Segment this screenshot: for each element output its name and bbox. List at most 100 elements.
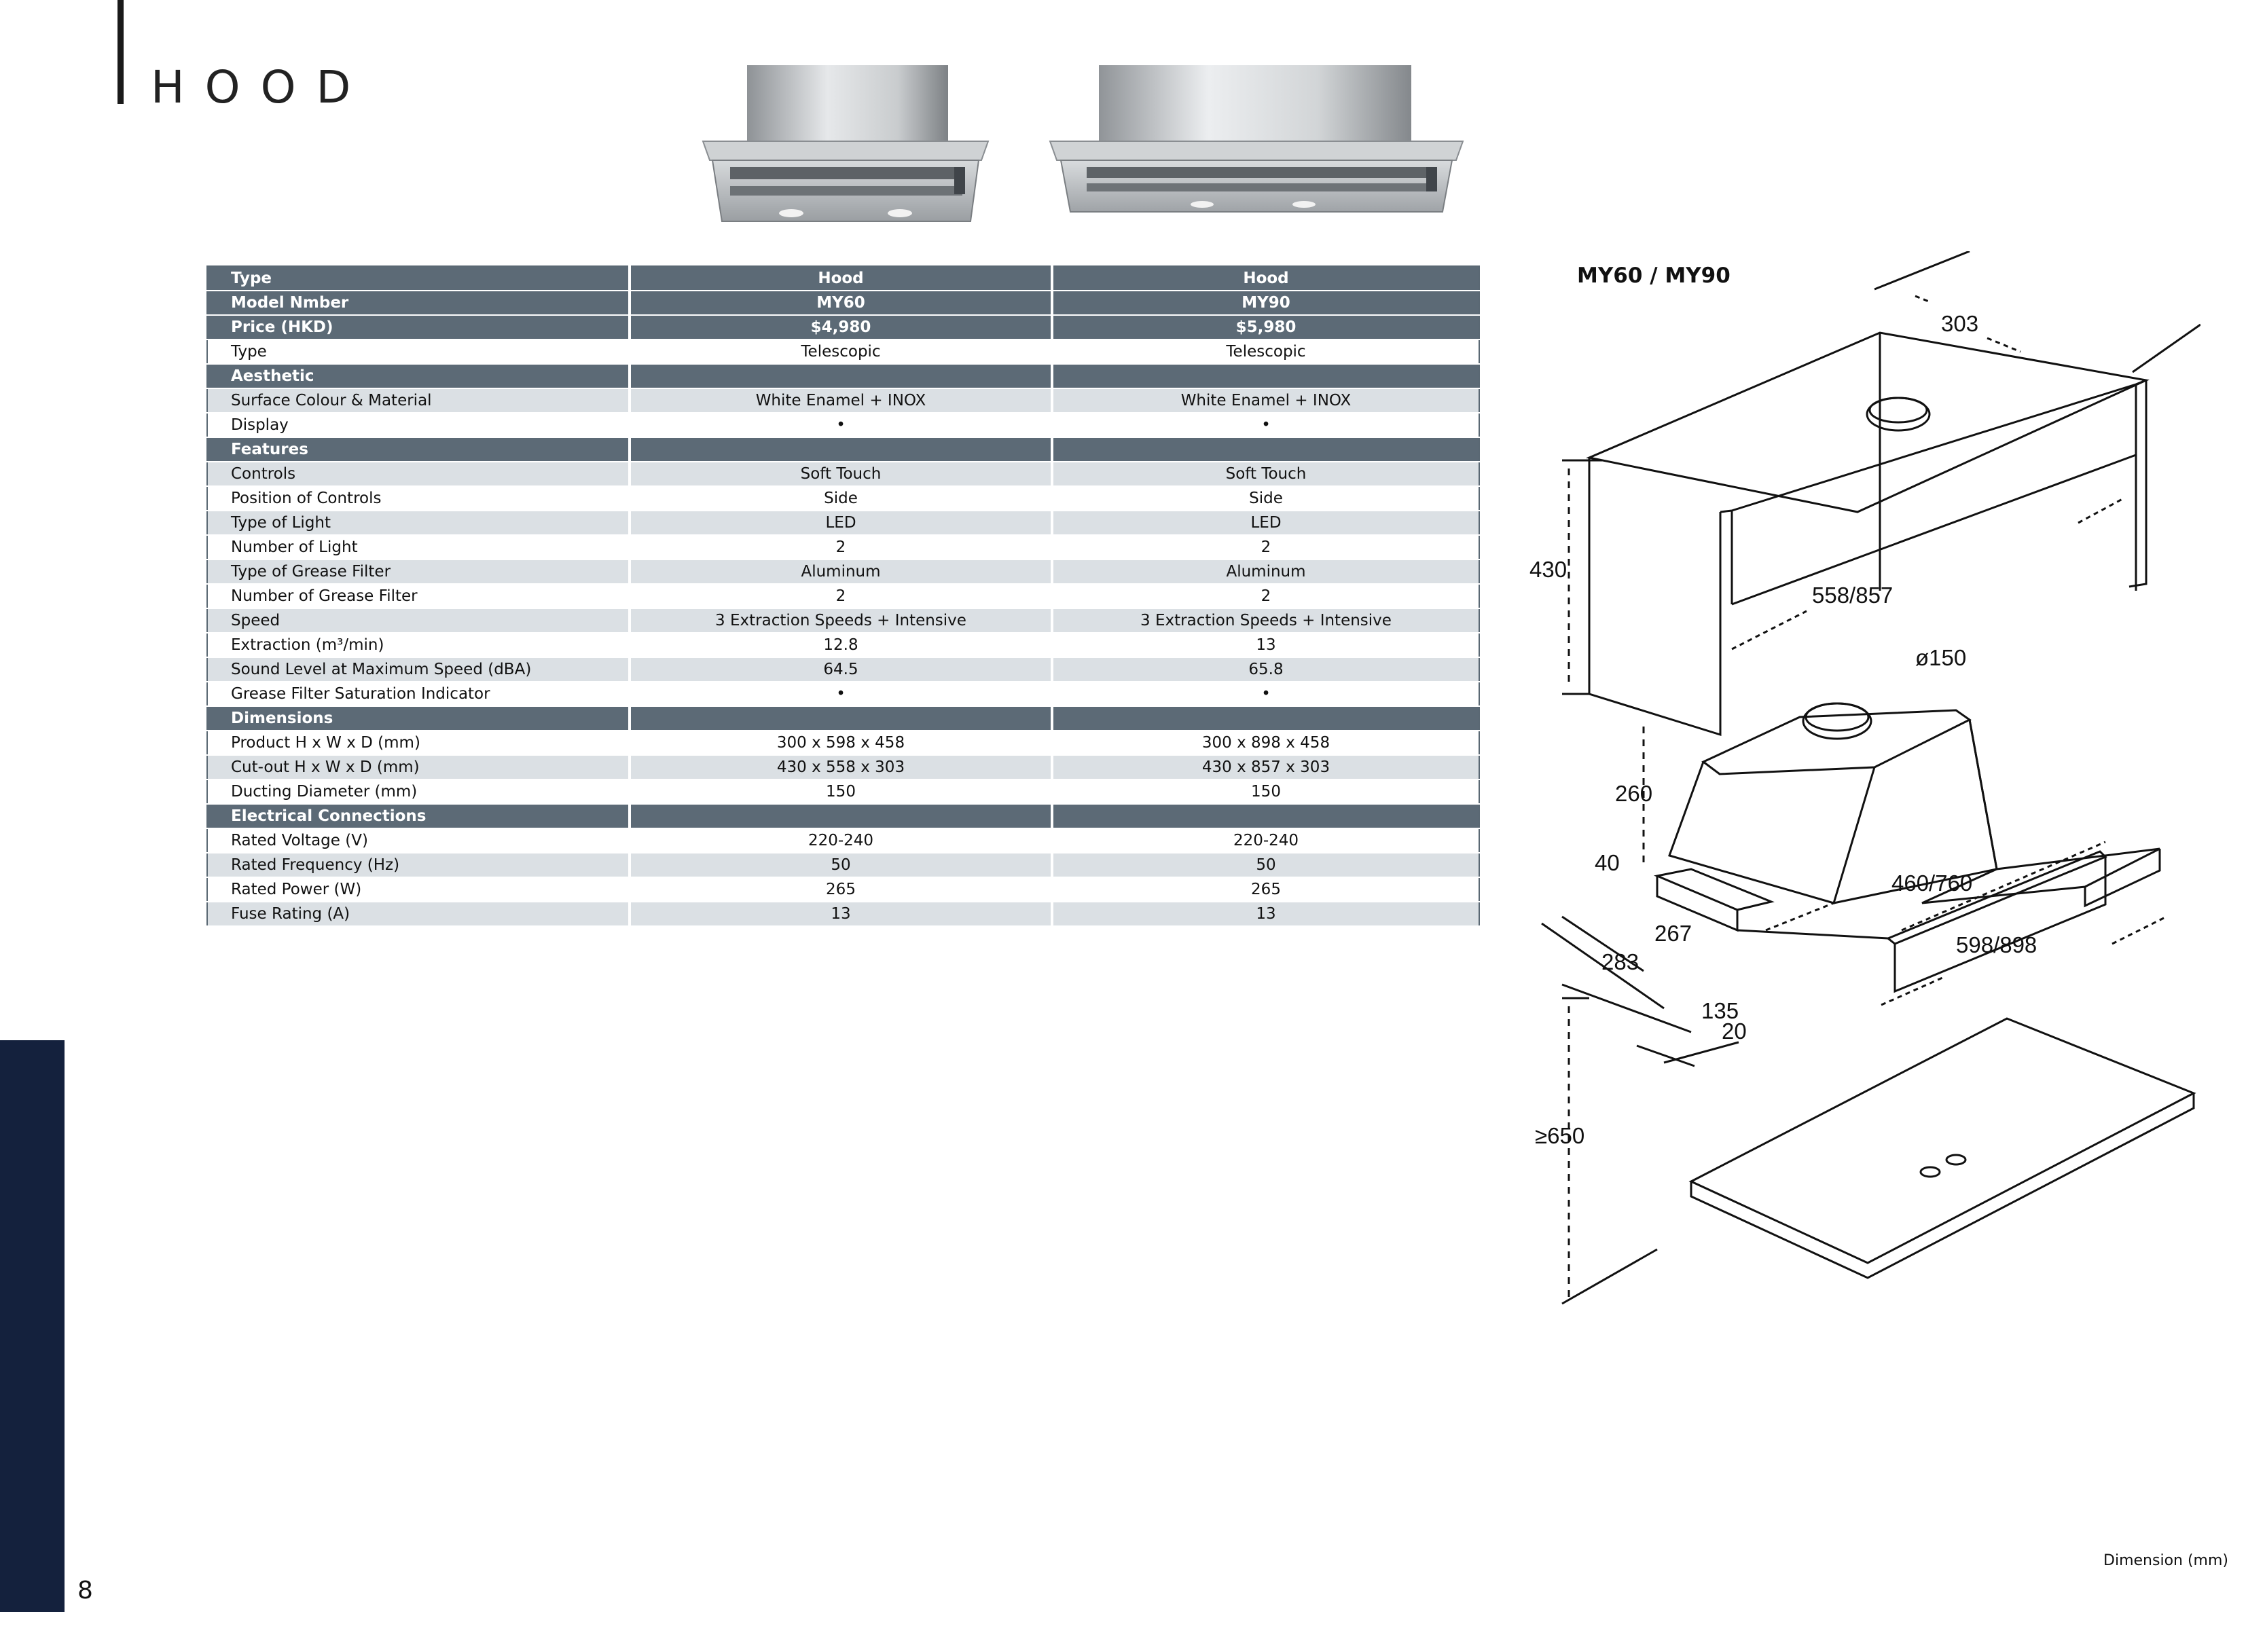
row-label: Features — [207, 437, 631, 462]
page-title: HOOD — [151, 61, 372, 113]
dim-260: 260 — [1615, 781, 1652, 806]
cell-value: 50 — [630, 853, 1053, 878]
cell-value: White Enamel + INOX — [1052, 388, 1479, 414]
cell-value: • — [1052, 682, 1479, 707]
cell-value: Telescopic — [630, 339, 1053, 365]
row-label: Number of Light — [207, 535, 631, 560]
table-row: Grease Filter Saturation Indicator•• — [207, 682, 1479, 707]
cell-value — [1052, 804, 1479, 829]
cell-value: $4,980 — [630, 315, 1053, 340]
row-label: Speed — [207, 608, 631, 634]
dim-558: 558/857 — [1812, 583, 1893, 608]
dim-40: 40 — [1595, 850, 1620, 875]
cell-value: • — [1052, 413, 1479, 438]
cell-value: 2 — [1052, 584, 1479, 609]
row-label: Number of Grease Filter — [207, 584, 631, 609]
dim-430: 430 — [1529, 557, 1567, 582]
cabinet-front-left — [1588, 458, 1722, 737]
dim-267: 267 — [1654, 921, 1692, 946]
hood-top — [1701, 709, 1972, 775]
cell-value: Hood — [1052, 266, 1479, 291]
cell-value: 220-240 — [1052, 828, 1479, 853]
worktop — [1688, 1017, 2196, 1264]
cell-value — [630, 706, 1053, 731]
header-row: Price (HKD)$4,980$5,980 — [207, 315, 1479, 340]
row-label: Type — [207, 339, 631, 365]
row-label: Position of Controls — [207, 486, 631, 511]
cell-value: White Enamel + INOX — [630, 388, 1053, 414]
cabinet-top — [1585, 331, 2150, 513]
cell-value: 13 — [1052, 633, 1479, 658]
cell-value: 64.5 — [630, 657, 1053, 682]
row-label: Surface Colour & Material — [207, 388, 631, 414]
cell-value: 150 — [1052, 779, 1479, 805]
row-label: Type of Light — [207, 511, 631, 536]
cell-value: 2 — [630, 535, 1053, 560]
cell-value — [630, 364, 1053, 389]
section-header-row: Features — [207, 437, 1479, 462]
cell-value: 3 Extraction Speeds + Intensive — [1052, 608, 1479, 634]
cell-value: MY60 — [630, 291, 1053, 316]
cell-value: Side — [1052, 486, 1479, 511]
row-label: Product H x W x D (mm) — [207, 731, 631, 756]
cell-value: 2 — [1052, 535, 1479, 560]
row-label: Type of Grease Filter — [207, 559, 631, 585]
cell-value: Aluminum — [1052, 559, 1479, 585]
cell-value — [1052, 364, 1479, 389]
cell-value: 13 — [630, 902, 1053, 927]
cell-value: MY90 — [1052, 291, 1479, 316]
row-label: Fuse Rating (A) — [207, 902, 631, 927]
dimension-diagram: 303 430 558/857 ø150 260 40 460/760 267 … — [1529, 251, 2200, 1305]
row-label: Controls — [207, 462, 631, 487]
row-label: Extraction (m³/min) — [207, 633, 631, 658]
cell-value: 13 — [1052, 902, 1479, 927]
cell-value: Side — [630, 486, 1053, 511]
row-label: Dimensions — [207, 706, 631, 731]
section-header-row: Aesthetic — [207, 364, 1479, 389]
cell-value: 265 — [630, 877, 1053, 902]
row-label: Type — [207, 266, 631, 291]
dimension-note: Dimension (mm) — [2103, 1552, 2228, 1569]
dim-283: 283 — [1601, 949, 1639, 974]
cell-value: 12.8 — [630, 633, 1053, 658]
cell-value — [1052, 706, 1479, 731]
page-number: 8 — [77, 1577, 93, 1604]
product-photo-my60 — [702, 65, 990, 222]
cell-value: Soft Touch — [630, 462, 1053, 487]
cell-value: 220-240 — [630, 828, 1053, 853]
cell-value: Telescopic — [1052, 339, 1479, 365]
dim-460: 460/760 — [1891, 870, 1972, 896]
row-label: Electrical Connections — [207, 804, 631, 829]
cell-value: 265 — [1052, 877, 1479, 902]
row-label: Ducting Diameter (mm) — [207, 779, 631, 805]
cell-value: Hood — [630, 266, 1053, 291]
row-label: Aesthetic — [207, 364, 631, 389]
cell-value: 150 — [630, 779, 1053, 805]
cell-value: 430 x 857 x 303 — [1052, 755, 1479, 780]
cell-value: $5,980 — [1052, 315, 1479, 340]
product-photo-my90 — [1049, 65, 1464, 213]
row-label: Rated Power (W) — [207, 877, 631, 902]
cabinet-right — [2128, 380, 2148, 588]
cell-value — [1052, 437, 1479, 462]
cell-value: Soft Touch — [1052, 462, 1479, 487]
row-label: Rated Frequency (Hz) — [207, 853, 631, 878]
cell-value: LED — [1052, 511, 1479, 536]
cell-value: LED — [630, 511, 1053, 536]
dim-650: ≥650 — [1535, 1123, 1584, 1148]
